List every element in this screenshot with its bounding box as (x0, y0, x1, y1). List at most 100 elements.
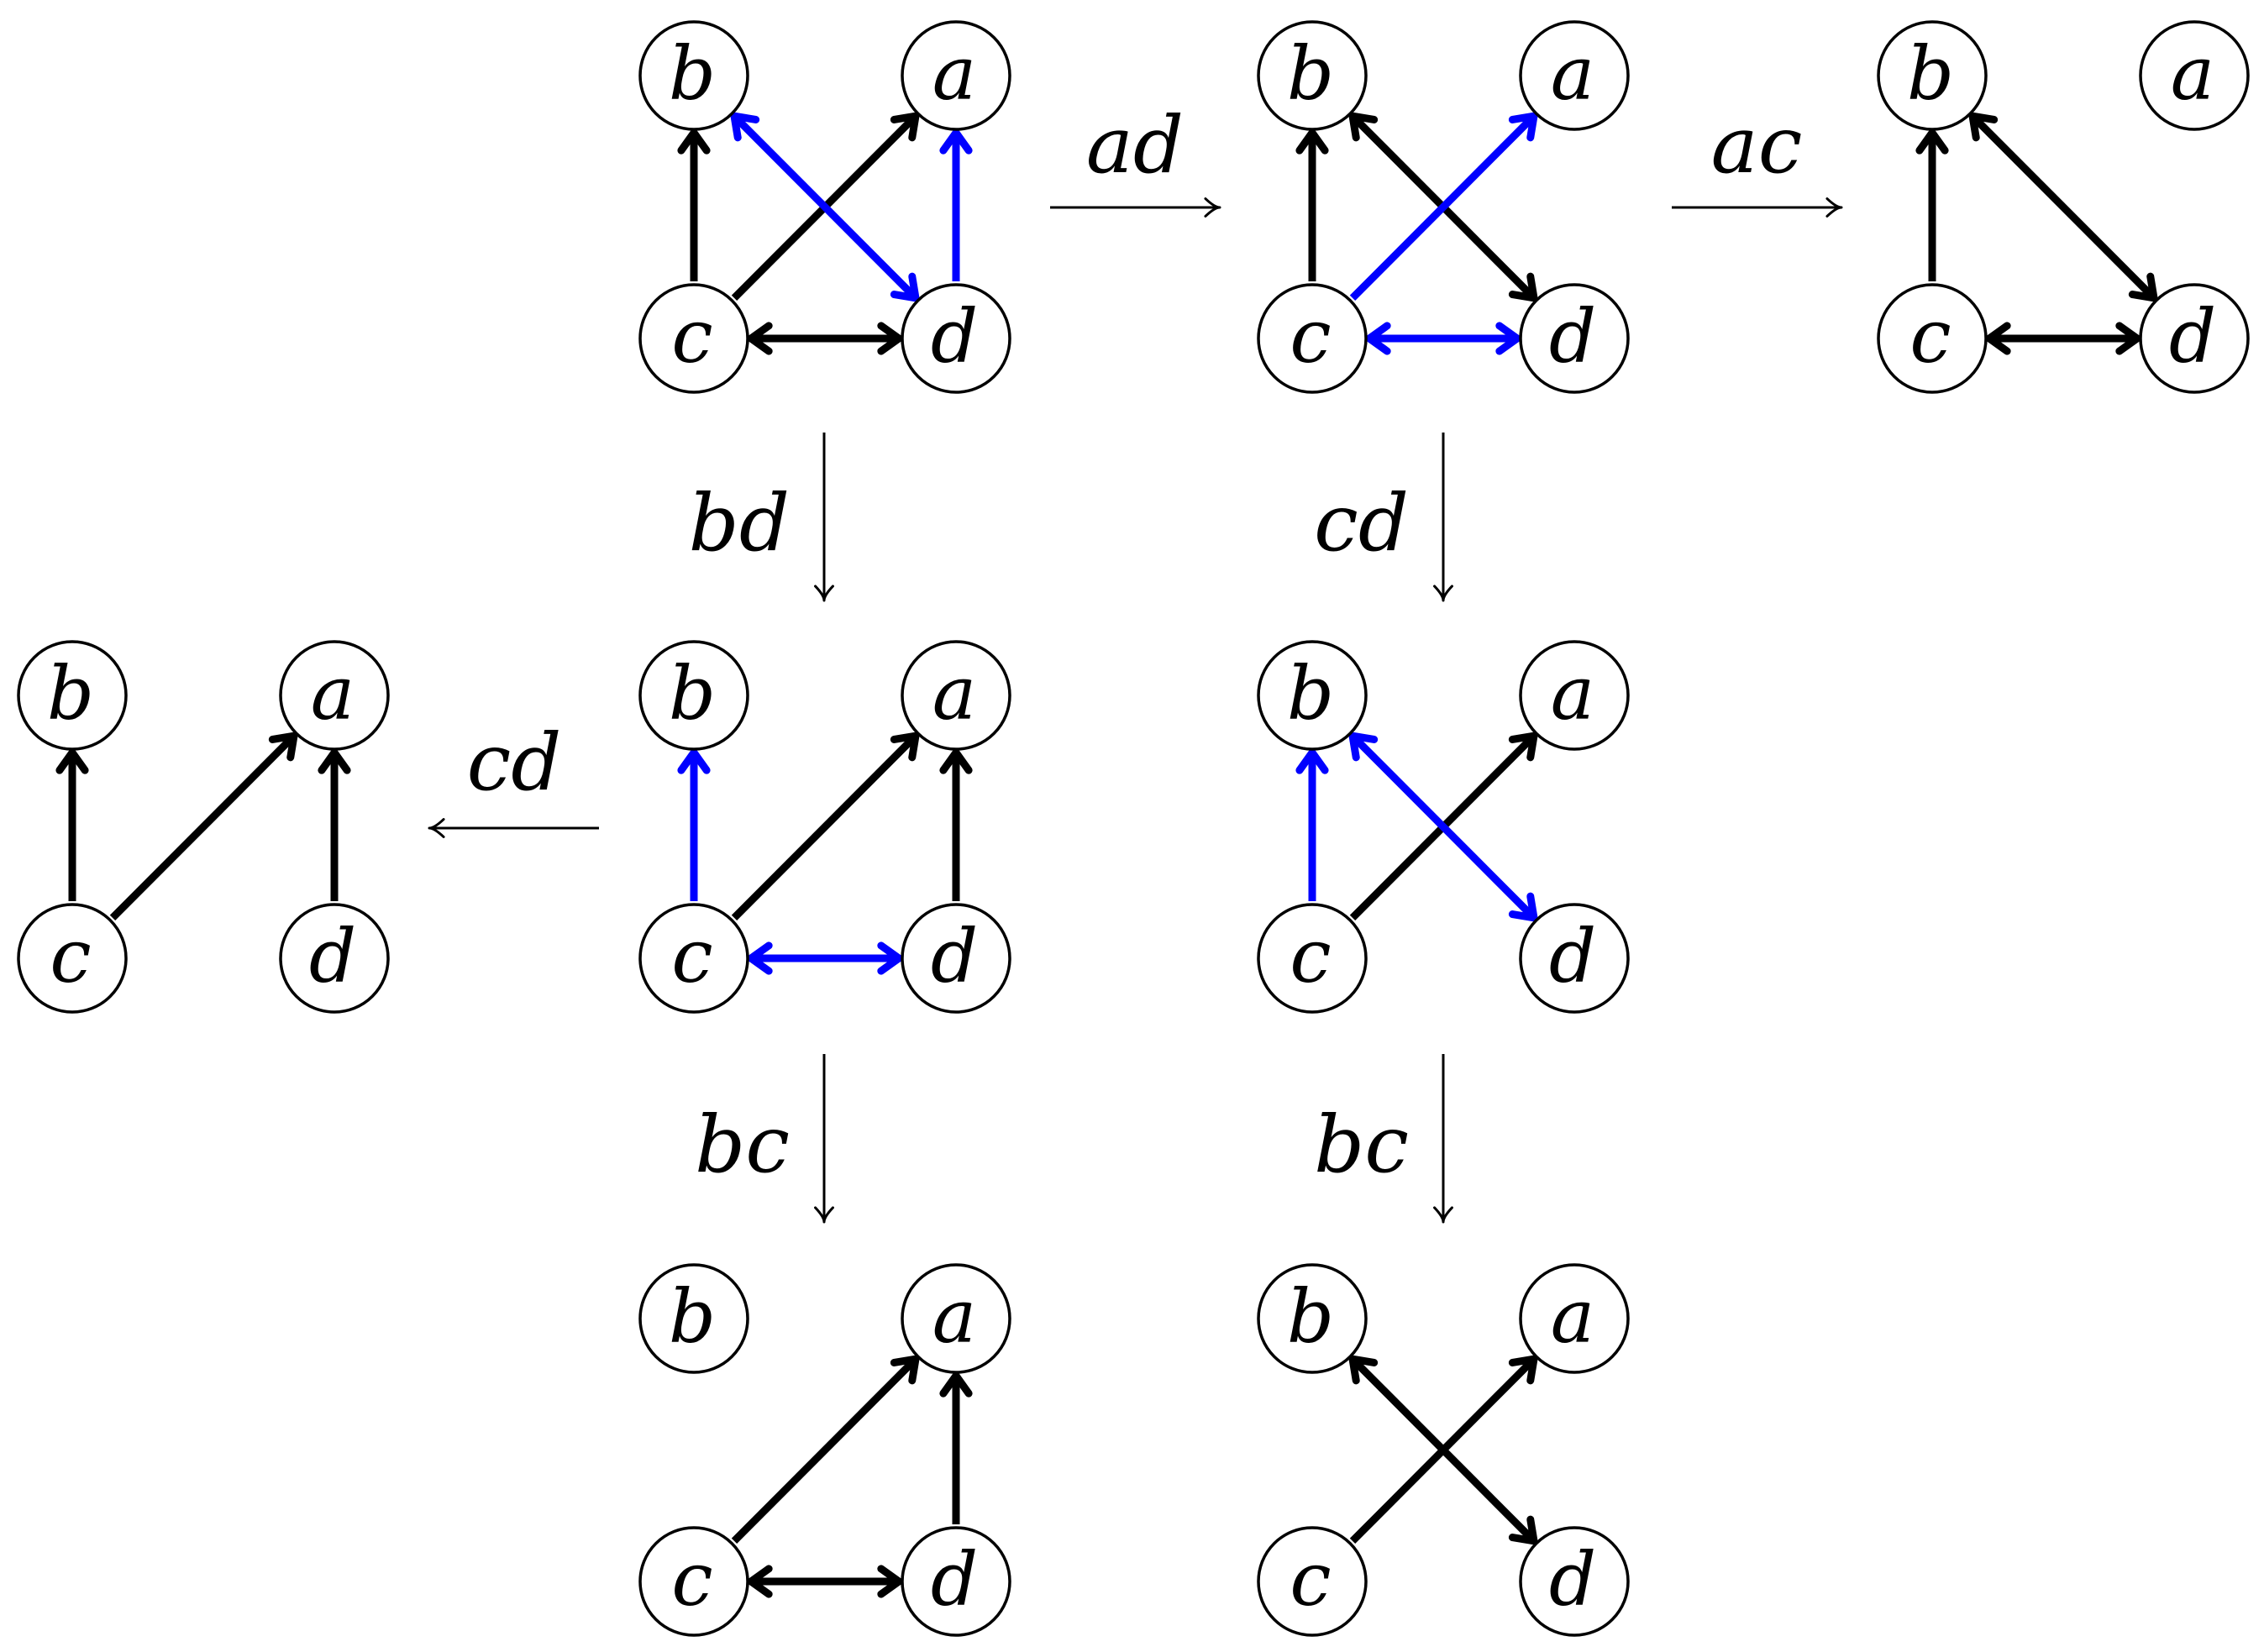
transition-label: bc (695, 1099, 790, 1191)
node-circle (1519, 903, 1630, 1014)
node-label: d (309, 913, 356, 999)
transition-cd-t4: cd (1314, 433, 1453, 602)
node-circle (1257, 20, 1368, 131)
edge-c-d-head-c (747, 1565, 773, 1598)
node-circle (638, 283, 749, 394)
edge-d-a-head-a (939, 128, 973, 155)
node-a: a (1519, 20, 1630, 131)
transition-label: ac (1711, 100, 1803, 191)
edge-c-b-head-b (1915, 128, 1949, 155)
node-d: d (1519, 1526, 1630, 1637)
node-a: a (901, 1263, 1011, 1374)
edge-c-a-head-a (890, 732, 920, 762)
edge-b-d-head-b (1348, 112, 1379, 142)
edge-b-d-line (731, 113, 919, 302)
node-label: a (932, 650, 976, 737)
node-a: a (1519, 640, 1630, 751)
node-b: b (1257, 20, 1368, 131)
node-label: d (1549, 293, 1596, 380)
node-b: b (17, 640, 128, 751)
node-label: b (1287, 1273, 1334, 1360)
edge-c-a-line (731, 732, 919, 921)
transition-arrow-head (1204, 197, 1221, 218)
node-a: a (2139, 20, 2250, 131)
node-circle (1519, 1263, 1630, 1374)
edge-d-a-head-a (939, 1371, 973, 1398)
node-b: b (638, 640, 749, 751)
edge-c-a-line (109, 732, 297, 921)
node-d: d (1519, 283, 1630, 394)
edge-d-a-directed (939, 128, 973, 281)
transition-bc-t7: bc (1314, 1054, 1453, 1224)
edge-b-d-head-b (1348, 732, 1379, 762)
transition-bd-t3: bd (689, 433, 834, 602)
node-circle (638, 1526, 749, 1637)
edge-c-b-head-b (1295, 128, 1329, 155)
node-circle (638, 640, 749, 751)
edge-b-d-line (1349, 1356, 1537, 1544)
node-c: c (1257, 283, 1368, 394)
node-circle (1519, 640, 1630, 751)
edge-c-d-head-d (877, 941, 903, 975)
edge-c-a-directed (1349, 112, 1538, 302)
node-circle (1519, 20, 1630, 131)
transition-arrow-head (1433, 585, 1453, 602)
node-c: c (1257, 1526, 1368, 1637)
edge-c-d-bidirected (747, 322, 903, 355)
node-circle (17, 640, 128, 751)
edge-c-d-head-d (2115, 322, 2141, 355)
transition-cd-t5: cd (428, 717, 599, 838)
edge-c-b-directed (1295, 748, 1329, 901)
node-circle (2139, 20, 2250, 131)
node-label: a (1551, 650, 1594, 737)
node-circle (638, 20, 749, 131)
edge-c-d-head-d (877, 1565, 903, 1598)
edge-b-d-head-d (1508, 1515, 1538, 1545)
node-circle (1257, 1263, 1368, 1374)
transition-arrow-head (814, 585, 834, 602)
node-circle (1257, 640, 1368, 751)
node-circle (901, 903, 1011, 1014)
graph-g2: b a c d (1257, 20, 1630, 394)
edge-b-d-line (1349, 732, 1537, 921)
transition-arrow-head (428, 818, 445, 838)
transition-ac-t2: ac (1672, 100, 1843, 218)
node-circle (1519, 283, 1630, 394)
node-label: c (1290, 1536, 1331, 1623)
edge-c-b-head-b (677, 128, 711, 155)
node-circle (279, 903, 390, 1014)
node-label: b (669, 650, 716, 737)
node-label: b (1287, 30, 1334, 117)
edge-b-d-head-d (2128, 272, 2158, 302)
edge-c-a-line (731, 1356, 919, 1544)
transition-arrow-head (1433, 1206, 1453, 1224)
edge-c-b-directed (1915, 128, 1949, 281)
node-b: b (1257, 1263, 1368, 1374)
edge-c-d-head-c (747, 941, 773, 975)
edge-d-a-directed (939, 748, 973, 901)
edge-c-a-head-a (1508, 1355, 1538, 1385)
transition-arrow-head (1825, 197, 1843, 218)
node-circle (1877, 283, 1988, 394)
node-circle (901, 1263, 1011, 1374)
node-d: d (279, 903, 390, 1014)
node-c: c (1257, 903, 1368, 1014)
transition-label: bd (689, 478, 790, 569)
node-d: d (2139, 283, 2250, 394)
node-d: d (901, 283, 1011, 394)
node-label: c (1909, 293, 1951, 380)
node-label: c (671, 1536, 712, 1623)
edge-c-a-head-a (890, 1355, 920, 1385)
node-c: c (1877, 283, 1988, 394)
node-label: b (669, 30, 716, 117)
node-circle (901, 1526, 1011, 1637)
node-label: c (1290, 293, 1331, 380)
edge-b-d-bidirected (1968, 112, 2158, 302)
edge-b-d-bidirected (730, 112, 920, 302)
